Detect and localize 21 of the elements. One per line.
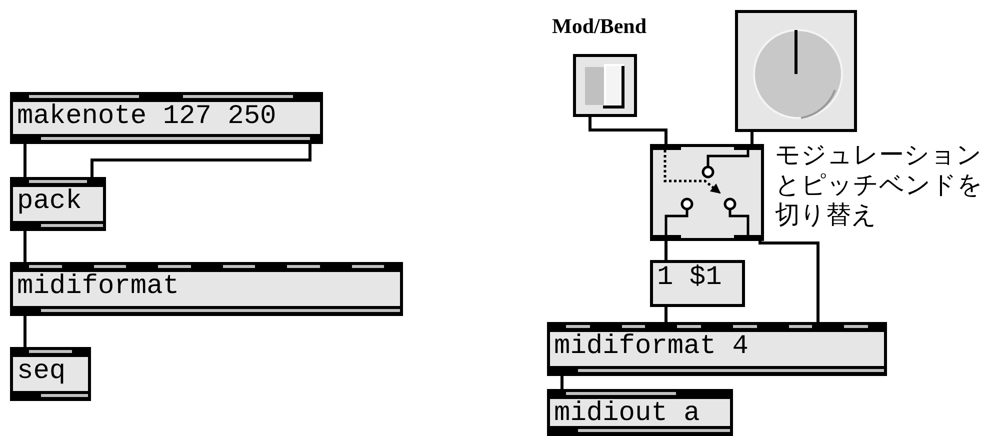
patch-cord [758, 241, 820, 322]
gate-switch [650, 144, 764, 241]
toggle-label: Mod/Bend [552, 14, 647, 39]
patch-cord [750, 132, 754, 144]
object-box: midiformat 4 [547, 322, 887, 376]
patch-cord [664, 307, 668, 322]
patch-cord [560, 376, 564, 389]
object-box: seq [10, 347, 91, 401]
object-box: makenote 127 250 [10, 92, 323, 144]
dial [735, 10, 857, 132]
patch-cord [24, 144, 26, 177]
patch-cord [90, 144, 312, 177]
object-box: pack [10, 177, 106, 231]
patch-cord [664, 241, 668, 260]
patch-cord [24, 316, 26, 347]
object-box: midiformat [10, 262, 403, 316]
patch-cord [588, 117, 668, 144]
message-box: 1 $1 [650, 260, 745, 307]
annotation-text: モジュレーションとピッチベンドを切り替え [775, 140, 984, 230]
patch-cord [24, 231, 26, 262]
object-box: midiout a [547, 389, 733, 436]
